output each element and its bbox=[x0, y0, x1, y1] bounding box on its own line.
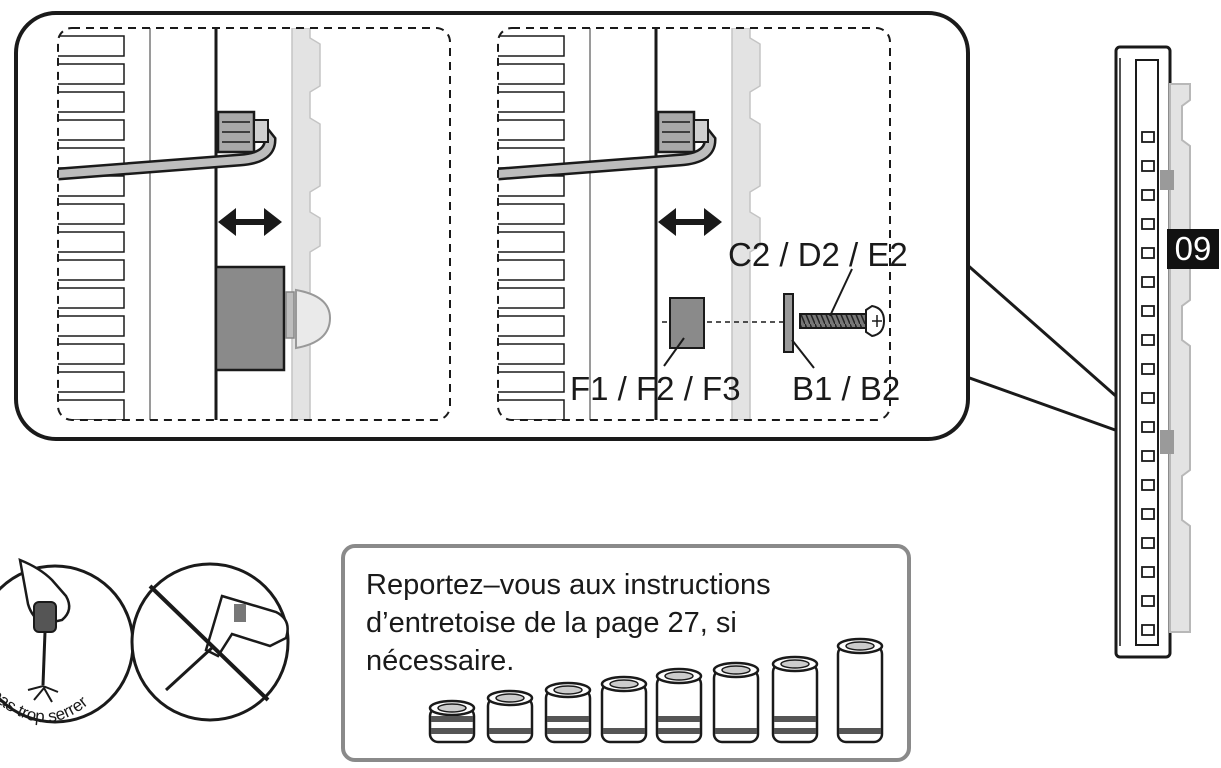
vent-slat bbox=[498, 315, 565, 337]
detail-panel-left bbox=[58, 28, 332, 420]
tv-vent-tooth bbox=[1141, 334, 1155, 346]
tv-vent-tooth bbox=[1141, 189, 1155, 201]
washer-icon bbox=[783, 293, 794, 353]
vent-slat bbox=[58, 203, 125, 225]
note-line-1: Reportez–vous aux instructions bbox=[366, 569, 771, 601]
tv-vent-tooth bbox=[1141, 392, 1155, 404]
vent-slat bbox=[498, 343, 565, 365]
vent-slat bbox=[498, 231, 565, 253]
spacer-set-icon bbox=[428, 637, 884, 744]
spacer-label: F1 / F2 / F3 bbox=[570, 370, 741, 407]
spacer-block-icon bbox=[214, 265, 286, 372]
step-number-badge: 09 bbox=[1167, 229, 1219, 269]
spacer-item bbox=[771, 655, 819, 744]
spacer-item bbox=[600, 675, 648, 744]
spacer-item bbox=[655, 667, 703, 744]
svg-text:pas trop serrer: pas trop serrer bbox=[0, 685, 91, 726]
tv-vent-tooth bbox=[1141, 421, 1155, 433]
tv-vent-tooth bbox=[1141, 566, 1155, 578]
vent-slat bbox=[498, 259, 565, 281]
vent-slat bbox=[498, 287, 565, 309]
tv-vent-tooth bbox=[1141, 131, 1155, 143]
vent-slat bbox=[498, 63, 565, 85]
tv-vent-tooth bbox=[1141, 160, 1155, 172]
vent-slat bbox=[498, 371, 565, 393]
vent-slats-right bbox=[498, 35, 565, 420]
note-line-2: d’entretoise de la page 27, si bbox=[366, 607, 737, 639]
tv-vent-tooth bbox=[1141, 508, 1155, 520]
spacer-item bbox=[428, 699, 476, 744]
screw-icon bbox=[799, 304, 886, 338]
tv-vent-tooth bbox=[1141, 276, 1155, 288]
tv-vent-tooth bbox=[1141, 624, 1155, 636]
vent-slat bbox=[58, 399, 125, 420]
vent-slat bbox=[498, 399, 565, 420]
vent-slat bbox=[58, 315, 125, 337]
spacer-item bbox=[836, 637, 884, 744]
vent-slat bbox=[58, 119, 125, 141]
wall-bracket bbox=[1169, 83, 1191, 633]
spacer-item bbox=[486, 689, 534, 744]
vent-slat bbox=[498, 203, 565, 225]
vent-slat bbox=[498, 35, 565, 57]
vent-slat bbox=[58, 35, 125, 57]
tv-vent-tooth bbox=[1141, 537, 1155, 549]
caution-text: pas trop serrer bbox=[0, 685, 91, 726]
vent-slat bbox=[58, 287, 125, 309]
tv-vent-tooth bbox=[1141, 450, 1155, 462]
vent-slat bbox=[58, 91, 125, 113]
screw-head-icon bbox=[295, 288, 332, 350]
note-line-3: nécessaire. bbox=[366, 645, 515, 677]
no-power-drill-icon bbox=[130, 562, 290, 722]
tv-vent-tooth bbox=[1141, 595, 1155, 607]
tv-side-view bbox=[1114, 45, 1191, 659]
vent-slat bbox=[498, 119, 565, 141]
vent-slat bbox=[58, 343, 125, 365]
double-arrow-icon bbox=[658, 208, 722, 236]
vent-slat bbox=[58, 371, 125, 393]
vent-slat bbox=[58, 231, 125, 253]
tv-vent-tooth bbox=[1141, 363, 1155, 375]
spacer-icon bbox=[669, 297, 705, 349]
tv-vent-tooth bbox=[1141, 305, 1155, 317]
tv-vent-tooth bbox=[1141, 247, 1155, 259]
double-arrow-icon bbox=[218, 208, 282, 236]
tv-vent-tooth bbox=[1141, 479, 1155, 491]
vent-slat bbox=[58, 259, 125, 281]
spacer-item bbox=[544, 681, 592, 744]
screw-label: C2 / D2 / E2 bbox=[728, 236, 908, 273]
tv-vent-tooth bbox=[1141, 218, 1155, 230]
washer-label: B1 / B2 bbox=[792, 370, 901, 407]
spacer-item bbox=[712, 661, 760, 744]
vent-slat bbox=[498, 91, 565, 113]
vent-slat bbox=[58, 63, 125, 85]
spacer-note-box: Reportez–vous aux instructions d’entreto… bbox=[341, 544, 911, 762]
